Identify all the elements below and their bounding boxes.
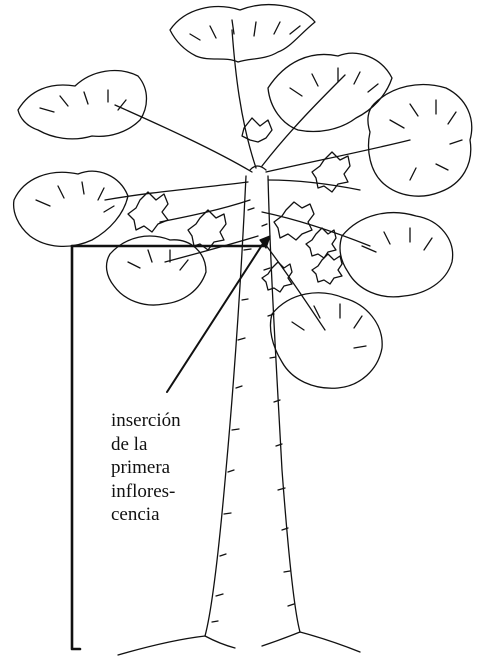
annotation-arrow-line: [167, 242, 264, 392]
roots: [118, 632, 360, 655]
height-bracket: [72, 246, 80, 649]
annotation-line: cencia: [111, 503, 181, 527]
trunk: [205, 166, 300, 636]
insertion-annotation-label: inserción de la primera inflores- cencia: [111, 409, 181, 527]
annotation-line: inflores-: [111, 480, 181, 504]
annotation-line: inserción: [111, 409, 181, 433]
petioles: [105, 30, 410, 330]
flower-clusters: [128, 118, 350, 292]
annotation-line: de la: [111, 433, 181, 457]
annotation-line: primera: [111, 456, 181, 480]
leaves: [14, 5, 472, 389]
